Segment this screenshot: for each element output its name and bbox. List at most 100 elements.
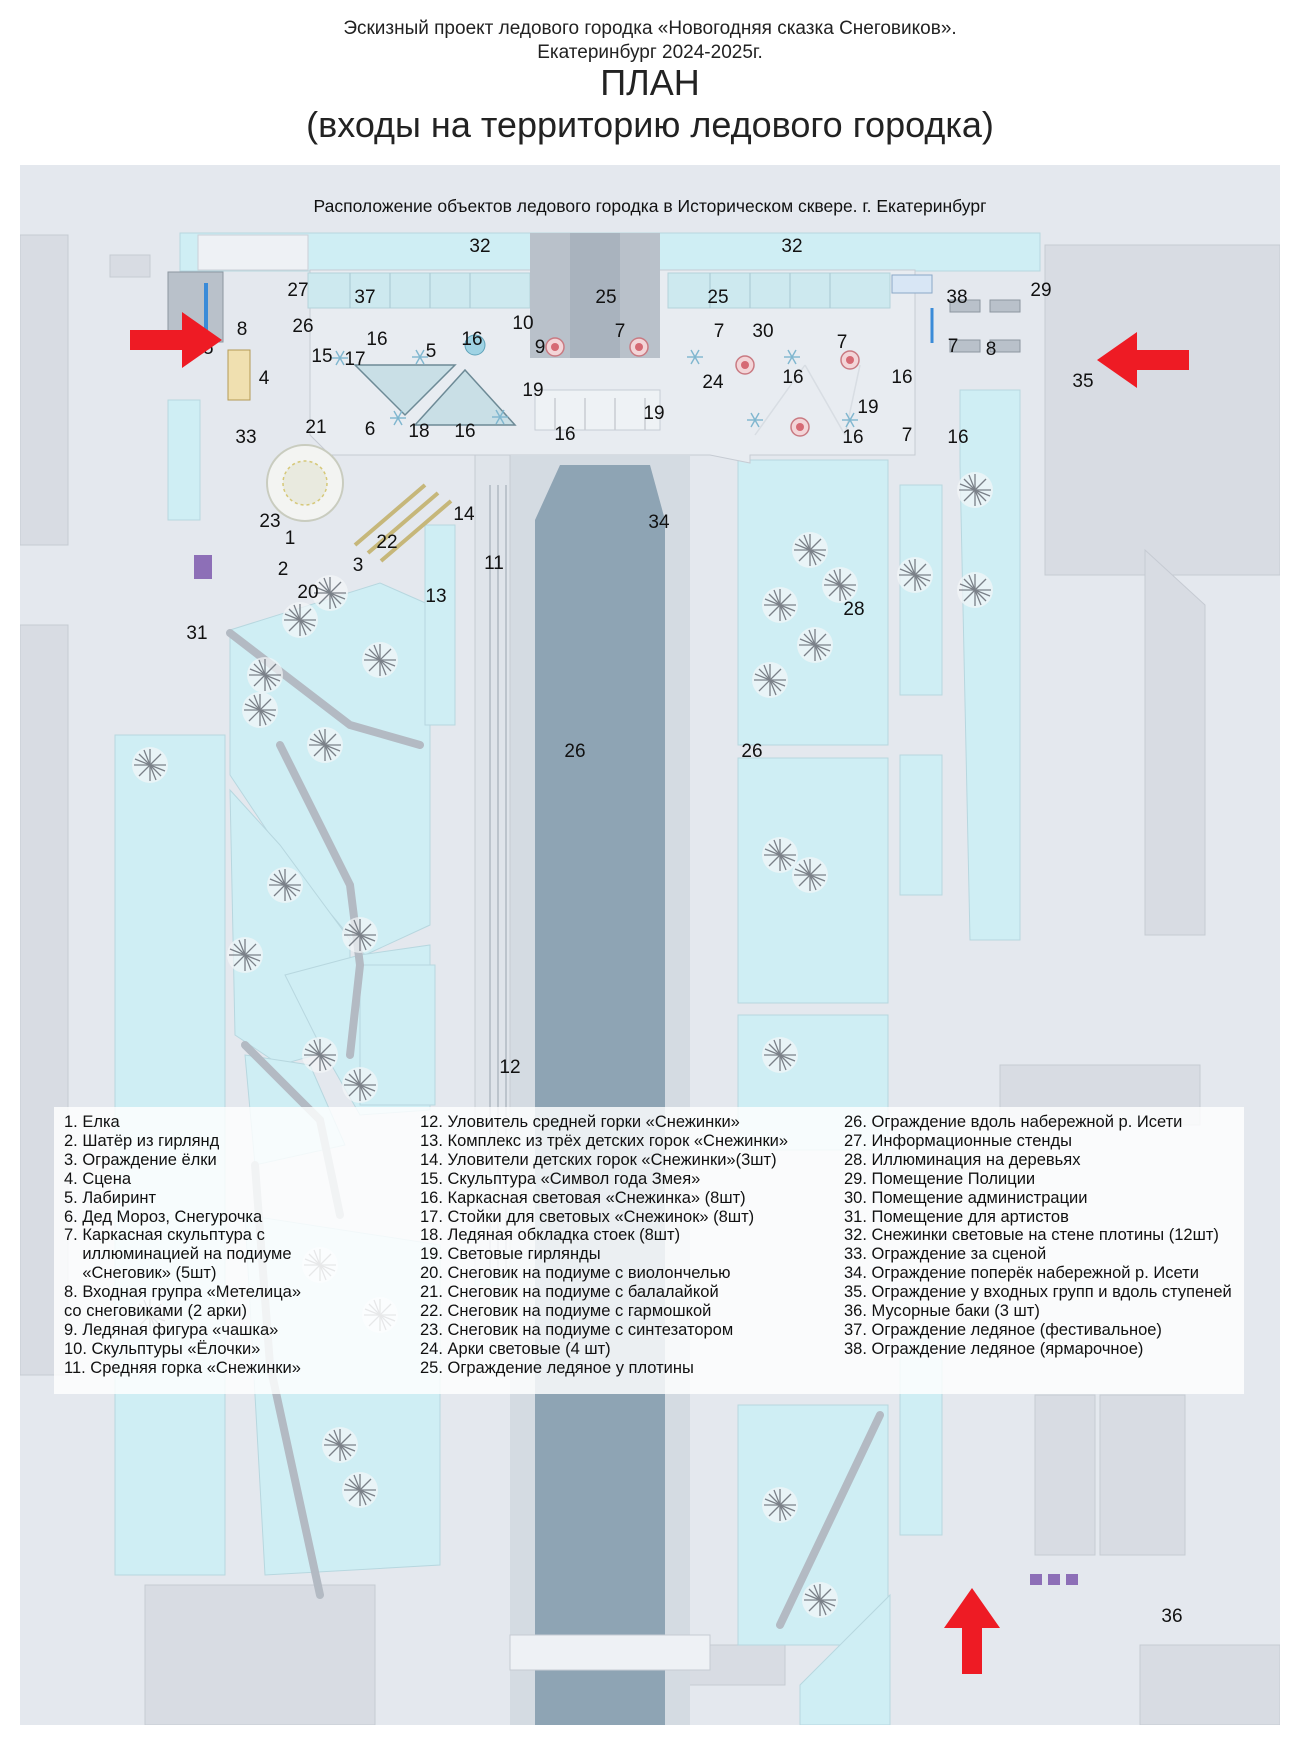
svg-text:19: 19 xyxy=(643,403,664,424)
svg-text:37: 37 xyxy=(354,287,375,308)
svg-text:7: 7 xyxy=(714,321,725,342)
legend-item: 24. Арки световые (4 шт) xyxy=(420,1339,611,1358)
legend-item: 27. Информационные стенды xyxy=(844,1131,1073,1150)
legend-item: 9. Ледяная фигура «чашка» xyxy=(64,1320,279,1339)
svg-text:1: 1 xyxy=(285,528,296,549)
svg-text:38: 38 xyxy=(946,287,967,308)
project-title: Эскизный проект ледового городка «Нового… xyxy=(343,18,957,39)
legend-item: 26. Ограждение вдоль набережной р. Исети xyxy=(844,1113,1183,1131)
legend-item: 3. Ограждение ёлки xyxy=(64,1150,217,1169)
svg-text:19: 19 xyxy=(857,397,878,418)
svg-text:31: 31 xyxy=(186,623,207,644)
svg-text:15: 15 xyxy=(311,346,332,367)
legend-item: 19. Световые гирлянды xyxy=(420,1245,601,1264)
svg-text:7: 7 xyxy=(837,332,848,353)
svg-text:19: 19 xyxy=(522,380,543,401)
svg-text:16: 16 xyxy=(891,367,912,388)
svg-text:22: 22 xyxy=(376,532,397,553)
stalls xyxy=(349,273,831,308)
svg-text:16: 16 xyxy=(782,367,803,388)
svg-text:2: 2 xyxy=(278,559,289,580)
svg-text:7: 7 xyxy=(615,321,626,342)
legend-item: 36. Мусорные баки (3 шт) xyxy=(844,1302,1040,1321)
legend-item: 18. Ледяная обкладка стоек (8шт) xyxy=(420,1226,681,1245)
svg-text:13: 13 xyxy=(425,586,446,607)
legend-item: 8. Входная групра «Метелица» xyxy=(64,1283,301,1302)
legend-item: 23. Снеговик на подиуме с синтезатором xyxy=(420,1320,734,1339)
legend-item: 1. Елка xyxy=(64,1113,120,1131)
legend-item: 16. Каркасная световая «Снежинка» (8шт) xyxy=(420,1188,746,1207)
legend-item: 21. Снеговик на подиуме с балалайкой xyxy=(420,1283,719,1302)
legend-item: 10. Скульптуры «Ёлочки» xyxy=(64,1339,261,1358)
svg-text:35: 35 xyxy=(1072,371,1093,392)
legend-item: 20. Снеговик на подиуме с виолончелью xyxy=(420,1264,731,1283)
plan-title: ПЛАН xyxy=(600,62,700,103)
svg-text:24: 24 xyxy=(702,372,724,393)
legend-item: 5. Лабиринт xyxy=(64,1188,157,1207)
site-map: Расположение объектов ледового городка в… xyxy=(20,165,1280,1725)
svg-text:12: 12 xyxy=(499,1057,520,1078)
police-room xyxy=(204,274,934,343)
legend-item: 29. Помещение Полиции xyxy=(844,1169,1036,1188)
svg-text:8: 8 xyxy=(237,319,248,340)
legend-item: 33. Ограждение за сценой xyxy=(844,1245,1047,1264)
svg-text:16: 16 xyxy=(554,424,575,445)
svg-text:30: 30 xyxy=(752,321,773,342)
svg-text:29: 29 xyxy=(1030,280,1051,301)
svg-text:36: 36 xyxy=(1161,1606,1182,1627)
legend-item: 4. Сцена xyxy=(64,1169,131,1188)
legend-item: 25. Ограждение ледяное у плотины xyxy=(420,1358,694,1377)
legend-item: 2. Шатёр из гирлянд xyxy=(64,1131,220,1150)
svg-text:25: 25 xyxy=(707,287,728,308)
project-city-year: Екатеринбург 2024-2025г. xyxy=(537,42,763,63)
legend-column-1: 1. Елка 2. Шатёр из гирлянд 3. Ограждени… xyxy=(64,1113,301,1378)
legend-item: 32. Снежинки световые на стене плотины (… xyxy=(844,1226,1219,1245)
artists-room xyxy=(194,555,212,579)
svg-text:26: 26 xyxy=(564,741,585,762)
legend-item: 17. Стойки для световых «Снежинок» (8шт) xyxy=(420,1207,755,1226)
labyrinth xyxy=(353,364,517,426)
svg-text:16: 16 xyxy=(842,427,863,448)
legend-column-3: 26. Ограждение вдоль набережной р. Исети… xyxy=(844,1113,1232,1359)
svg-text:26: 26 xyxy=(741,741,762,762)
entrance-arrow-right xyxy=(1097,332,1189,388)
legend-item: 6. Дед Мороз, Снегурочка xyxy=(64,1207,263,1226)
legend-item: «Снеговик» (5шт) xyxy=(64,1264,217,1283)
svg-text:16: 16 xyxy=(366,329,387,350)
svg-text:27: 27 xyxy=(287,280,308,301)
svg-text:7: 7 xyxy=(948,336,959,357)
svg-text:17: 17 xyxy=(344,349,365,370)
svg-text:8: 8 xyxy=(986,339,997,360)
legend-item: 7. Каркасная скульптура с xyxy=(64,1226,265,1245)
svg-text:4: 4 xyxy=(259,368,270,389)
entrance-arrow-bottom xyxy=(944,1588,1000,1674)
legend-panel: 1. Елка 2. Шатёр из гирлянд 3. Ограждени… xyxy=(54,1107,1244,1394)
svg-text:7: 7 xyxy=(902,425,913,446)
svg-text:9: 9 xyxy=(535,337,546,358)
svg-text:6: 6 xyxy=(365,419,376,440)
svg-text:14: 14 xyxy=(453,504,475,525)
legend-item: со снеговиками (2 арки) xyxy=(64,1302,247,1321)
legend-item: 22. Снеговик на подиуме с гармошкой xyxy=(420,1302,712,1321)
legend-item: 12. Уловитель средней горки «Снежинки» xyxy=(420,1113,740,1131)
legend-item: 38. Ограждение ледяное (ярмарочное) xyxy=(844,1339,1144,1358)
svg-text:28: 28 xyxy=(843,599,864,620)
legend-column-2: 12. Уловитель средней горки «Снежинки» 1… xyxy=(420,1113,788,1378)
legend-item: 30. Помещение администрации xyxy=(844,1188,1088,1207)
map-labels: 32 32 27 37 25 25 38 29 8 26 10 7 7 30 7… xyxy=(186,236,1182,1627)
legend-item: 28. Иллюминация на деревьях xyxy=(844,1150,1081,1169)
river-iset xyxy=(474,454,711,1725)
svg-text:34: 34 xyxy=(648,512,670,533)
svg-text:20: 20 xyxy=(297,582,318,603)
legend-item: 13. Комплекс из трёх детских горок «Снеж… xyxy=(420,1131,789,1150)
svg-text:5: 5 xyxy=(426,341,437,362)
entrance-arrow-left xyxy=(130,312,222,368)
svg-text:21: 21 xyxy=(305,417,326,438)
legend-item: 34. Ограждение поперёк набережной р. Исе… xyxy=(844,1264,1199,1283)
svg-text:23: 23 xyxy=(259,511,280,532)
svg-text:32: 32 xyxy=(469,236,490,257)
svg-text:25: 25 xyxy=(595,287,616,308)
svg-text:10: 10 xyxy=(512,313,533,334)
svg-text:32: 32 xyxy=(781,236,802,257)
legend-item: 11. Средняя горка «Снежинки» xyxy=(64,1358,301,1377)
